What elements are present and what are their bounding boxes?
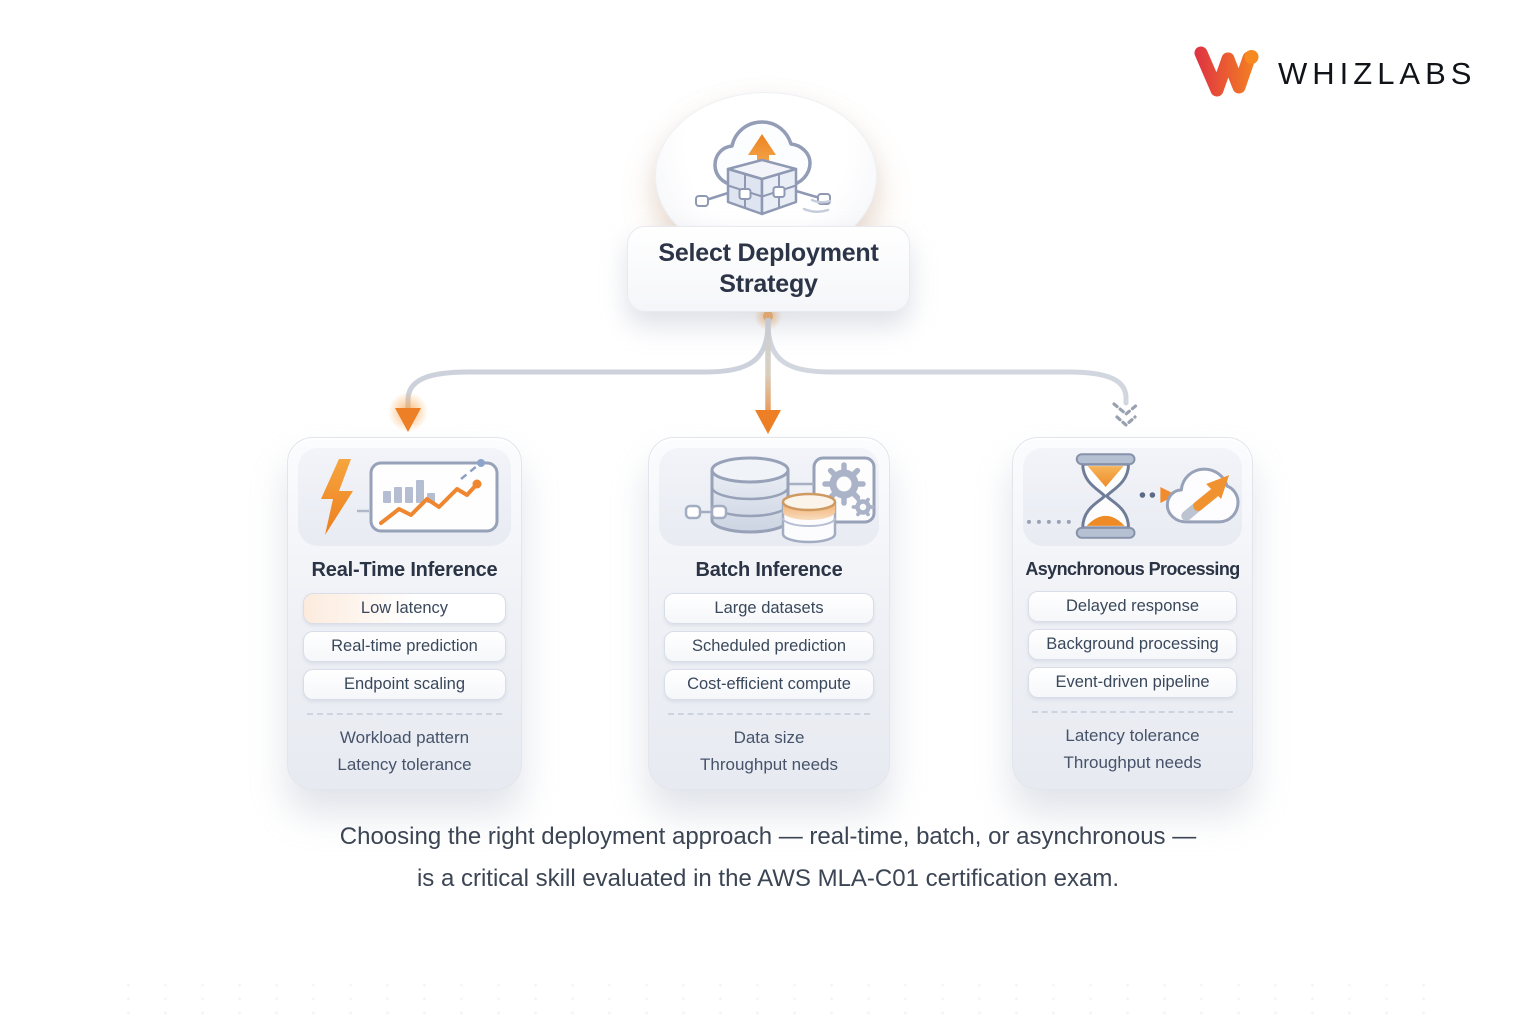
async-pills: Delayed response Background processing E…	[1013, 591, 1252, 698]
hourglass-cloud-arrow-icon	[1026, 452, 1240, 539]
root-title-line2: Strategy	[719, 270, 818, 298]
criteria-workload-pattern: Workload pattern	[339, 728, 470, 747]
pill-low-latency: Low latency	[303, 593, 506, 624]
pill-background-processing: Background processing	[1028, 629, 1237, 660]
connector-start-dot	[763, 311, 773, 321]
whizlabs-w-mark-icon	[1193, 44, 1261, 103]
pill-scheduled-prediction: Scheduled prediction	[664, 631, 874, 662]
async-title: Asynchronous Processing	[1025, 559, 1240, 579]
caption: Choosing the right deployment approach —…	[0, 816, 1536, 900]
card-batch-inference: Batch Inference Large datasets Scheduled…	[648, 437, 890, 790]
caption-line1: Choosing the right deployment approach —…	[339, 823, 1197, 850]
cloud-deploy-upload-icon	[695, 120, 832, 216]
criteria-latency-tolerance: Latency tolerance	[337, 755, 472, 774]
root-title-line1: Select Deployment	[658, 239, 879, 267]
realtime-pills: Low latency Real-time prediction Endpoin…	[288, 593, 521, 700]
batch-icon-strip	[659, 448, 879, 546]
realtime-icon-strip	[298, 448, 511, 546]
pill-event-driven-pipeline: Event-driven pipeline	[1028, 667, 1237, 698]
realtime-divider	[307, 713, 502, 715]
root-node: Select Deployment Strategy	[627, 226, 910, 312]
async-divider	[1032, 711, 1233, 713]
async-criteria: Latency tolerance Throughput needs	[1013, 722, 1252, 776]
criteria-throughput-needs: Throughput needs	[700, 755, 838, 774]
batch-divider	[668, 713, 870, 715]
branch-right-dotted-chevron	[1112, 402, 1140, 428]
card-asynchronous-processing: Asynchronous Processing Delayed response…	[1012, 437, 1253, 790]
criteria-throughput-needs-2: Throughput needs	[1063, 753, 1202, 772]
branch-right-line	[765, 321, 1129, 406]
pill-cost-efficient-compute: Cost-efficient compute	[664, 669, 874, 700]
criteria-data-size: Data size	[733, 728, 805, 747]
branch-left-line	[405, 321, 771, 410]
brand-name: WHIZLABS	[1278, 55, 1477, 91]
batch-criteria: Data size Throughput needs	[649, 724, 889, 778]
pill-delayed-response: Delayed response	[1028, 591, 1237, 622]
async-icon-strip	[1023, 448, 1242, 546]
realtime-criteria: Workload pattern Latency tolerance	[288, 724, 521, 778]
lightning-metrics-chart-icon	[320, 459, 498, 535]
batch-title: Batch Inference	[695, 559, 843, 581]
database-gears-icon	[684, 456, 875, 543]
pill-large-datasets: Large datasets	[664, 593, 874, 624]
branch-left-arrowhead	[395, 408, 421, 432]
criteria-latency-tolerance-2: Latency tolerance	[1065, 726, 1200, 745]
pill-realtime-prediction: Real-time prediction	[303, 631, 506, 662]
batch-pills: Large datasets Scheduled prediction Cost…	[649, 593, 889, 700]
caption-line2: is a critical skill evaluated in the AWS…	[416, 865, 1120, 892]
card-realtime-inference: Real-Time Inference Low latency Real-tim…	[287, 437, 522, 790]
realtime-title: Real-Time Inference	[311, 559, 498, 581]
pill-endpoint-scaling: Endpoint scaling	[303, 669, 506, 700]
dot-texture	[110, 978, 1426, 1024]
branch-left-glow	[388, 392, 428, 432]
brand-logo: WHIZLABS	[1193, 44, 1476, 103]
branch-center-arrowhead	[755, 410, 781, 434]
